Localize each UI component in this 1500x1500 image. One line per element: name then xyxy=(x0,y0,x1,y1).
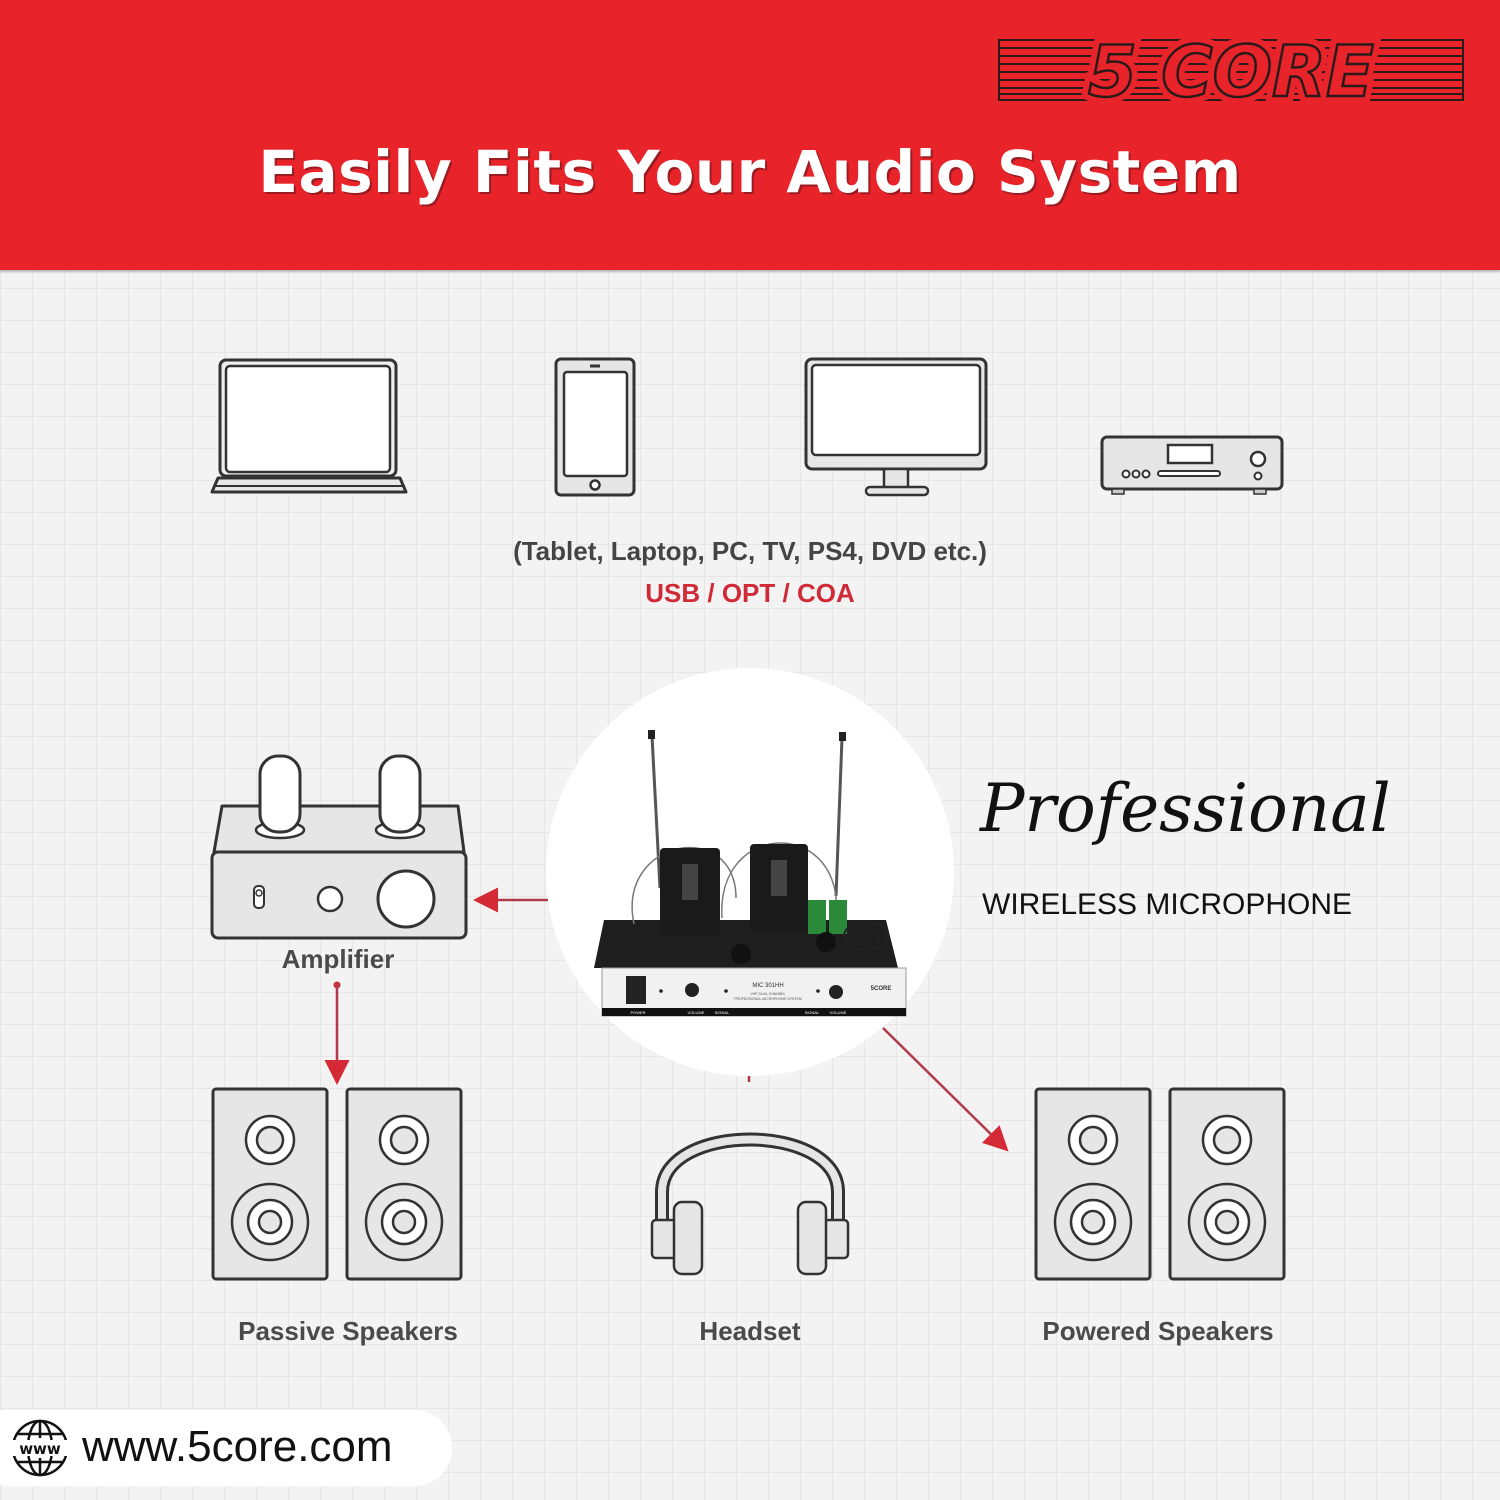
smartphone-icon xyxy=(554,357,638,499)
passive-speakers-icon xyxy=(210,1086,464,1282)
headset-icon xyxy=(650,1092,850,1282)
website-pill xyxy=(0,1410,452,1486)
amplifier-icon xyxy=(208,752,470,944)
powered-speakers-label: Powered Speakers xyxy=(1042,1316,1274,1346)
svg-text:VOLUME: VOLUME xyxy=(688,1010,705,1015)
svg-text:5 CORE: 5 CORE xyxy=(1088,34,1374,106)
svg-text:MIC 301HH: MIC 301HH xyxy=(752,983,783,989)
monitor-icon xyxy=(802,355,992,497)
svg-text:SIGNAL: SIGNAL xyxy=(805,1010,820,1015)
powered-speakers-icon xyxy=(1033,1086,1287,1282)
amplifier-label: Amplifier xyxy=(281,944,395,974)
header-banner: 5 CORE 5 CORE Easily Fits Your Audio Sys… xyxy=(0,0,1500,270)
product-title: Professional xyxy=(980,770,1391,847)
devices-caption: (Tablet, Laptop, PC, TV, PS4, DVD etc.) xyxy=(513,536,987,566)
ports-caption: USB / OPT / COA xyxy=(645,578,855,608)
brand-logo: 5 CORE 5 CORE xyxy=(998,34,1464,106)
product-image-circle: MIC 301HH VHF DUAL CHANNEL PROFESSIONAL … xyxy=(546,668,954,1076)
svg-text:5CORE: 5CORE xyxy=(871,986,892,992)
passive-speakers-label: Passive Speakers xyxy=(238,1316,458,1346)
svg-text:PROFESSIONAL MICROPHONE SYSTEM: PROFESSIONAL MICROPHONE SYSTEM xyxy=(734,997,802,1001)
svg-text:VHF DUAL CHANNEL: VHF DUAL CHANNEL xyxy=(751,992,786,996)
svg-text:SIGNAL: SIGNAL xyxy=(715,1010,730,1015)
website-link[interactable]: www.5core.com xyxy=(82,1422,393,1471)
svg-text:VOLUME: VOLUME xyxy=(830,1010,847,1015)
wireless-microphone-system-image: MIC 301HH VHF DUAL CHANNEL PROFESSIONAL … xyxy=(594,730,907,1017)
laptop-icon xyxy=(210,358,408,498)
svg-text:www: www xyxy=(19,1440,61,1458)
product-subtitle: WIRELESS MICROPHONE xyxy=(982,888,1353,921)
page-title: Easily Fits Your Audio System xyxy=(258,138,1242,206)
dvd-player-icon xyxy=(1098,433,1286,497)
globe-www-icon: www xyxy=(8,1416,72,1485)
headset-label: Headset xyxy=(699,1316,801,1346)
svg-text:POWER: POWER xyxy=(630,1010,645,1015)
svg-text:5 CORE: 5 CORE xyxy=(1088,34,1374,106)
